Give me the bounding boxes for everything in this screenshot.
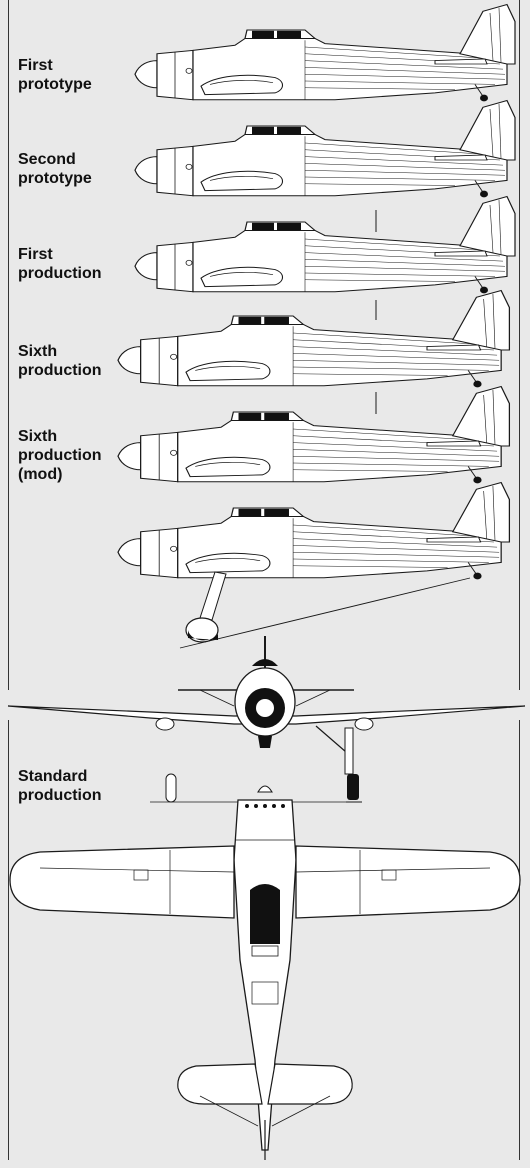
frame-line-left [8,0,9,690]
frame-line-left-lower [8,720,9,1160]
label-standard-production: Standard production [18,768,102,804]
profile-second-prototype [134,99,516,199]
plan-view [9,785,521,1160]
profile-sixth-production [117,289,511,389]
label-sixth-production: Sixth production [18,343,102,379]
label-first-production: First production [18,246,102,282]
label-sixth-production-mod: Sixth production (mod) [18,428,102,483]
profile-first-prototype [134,3,516,103]
profile-late-production [117,481,511,649]
frame-line-right [519,0,520,690]
label-second-prototype: Second prototype [18,151,92,187]
label-first-prototype: First prototype [18,57,92,93]
profile-first-production [134,195,516,294]
profile-sixth-production-mod [117,385,511,485]
front-view [7,636,526,803]
frame-line-right-lower [519,720,520,1160]
